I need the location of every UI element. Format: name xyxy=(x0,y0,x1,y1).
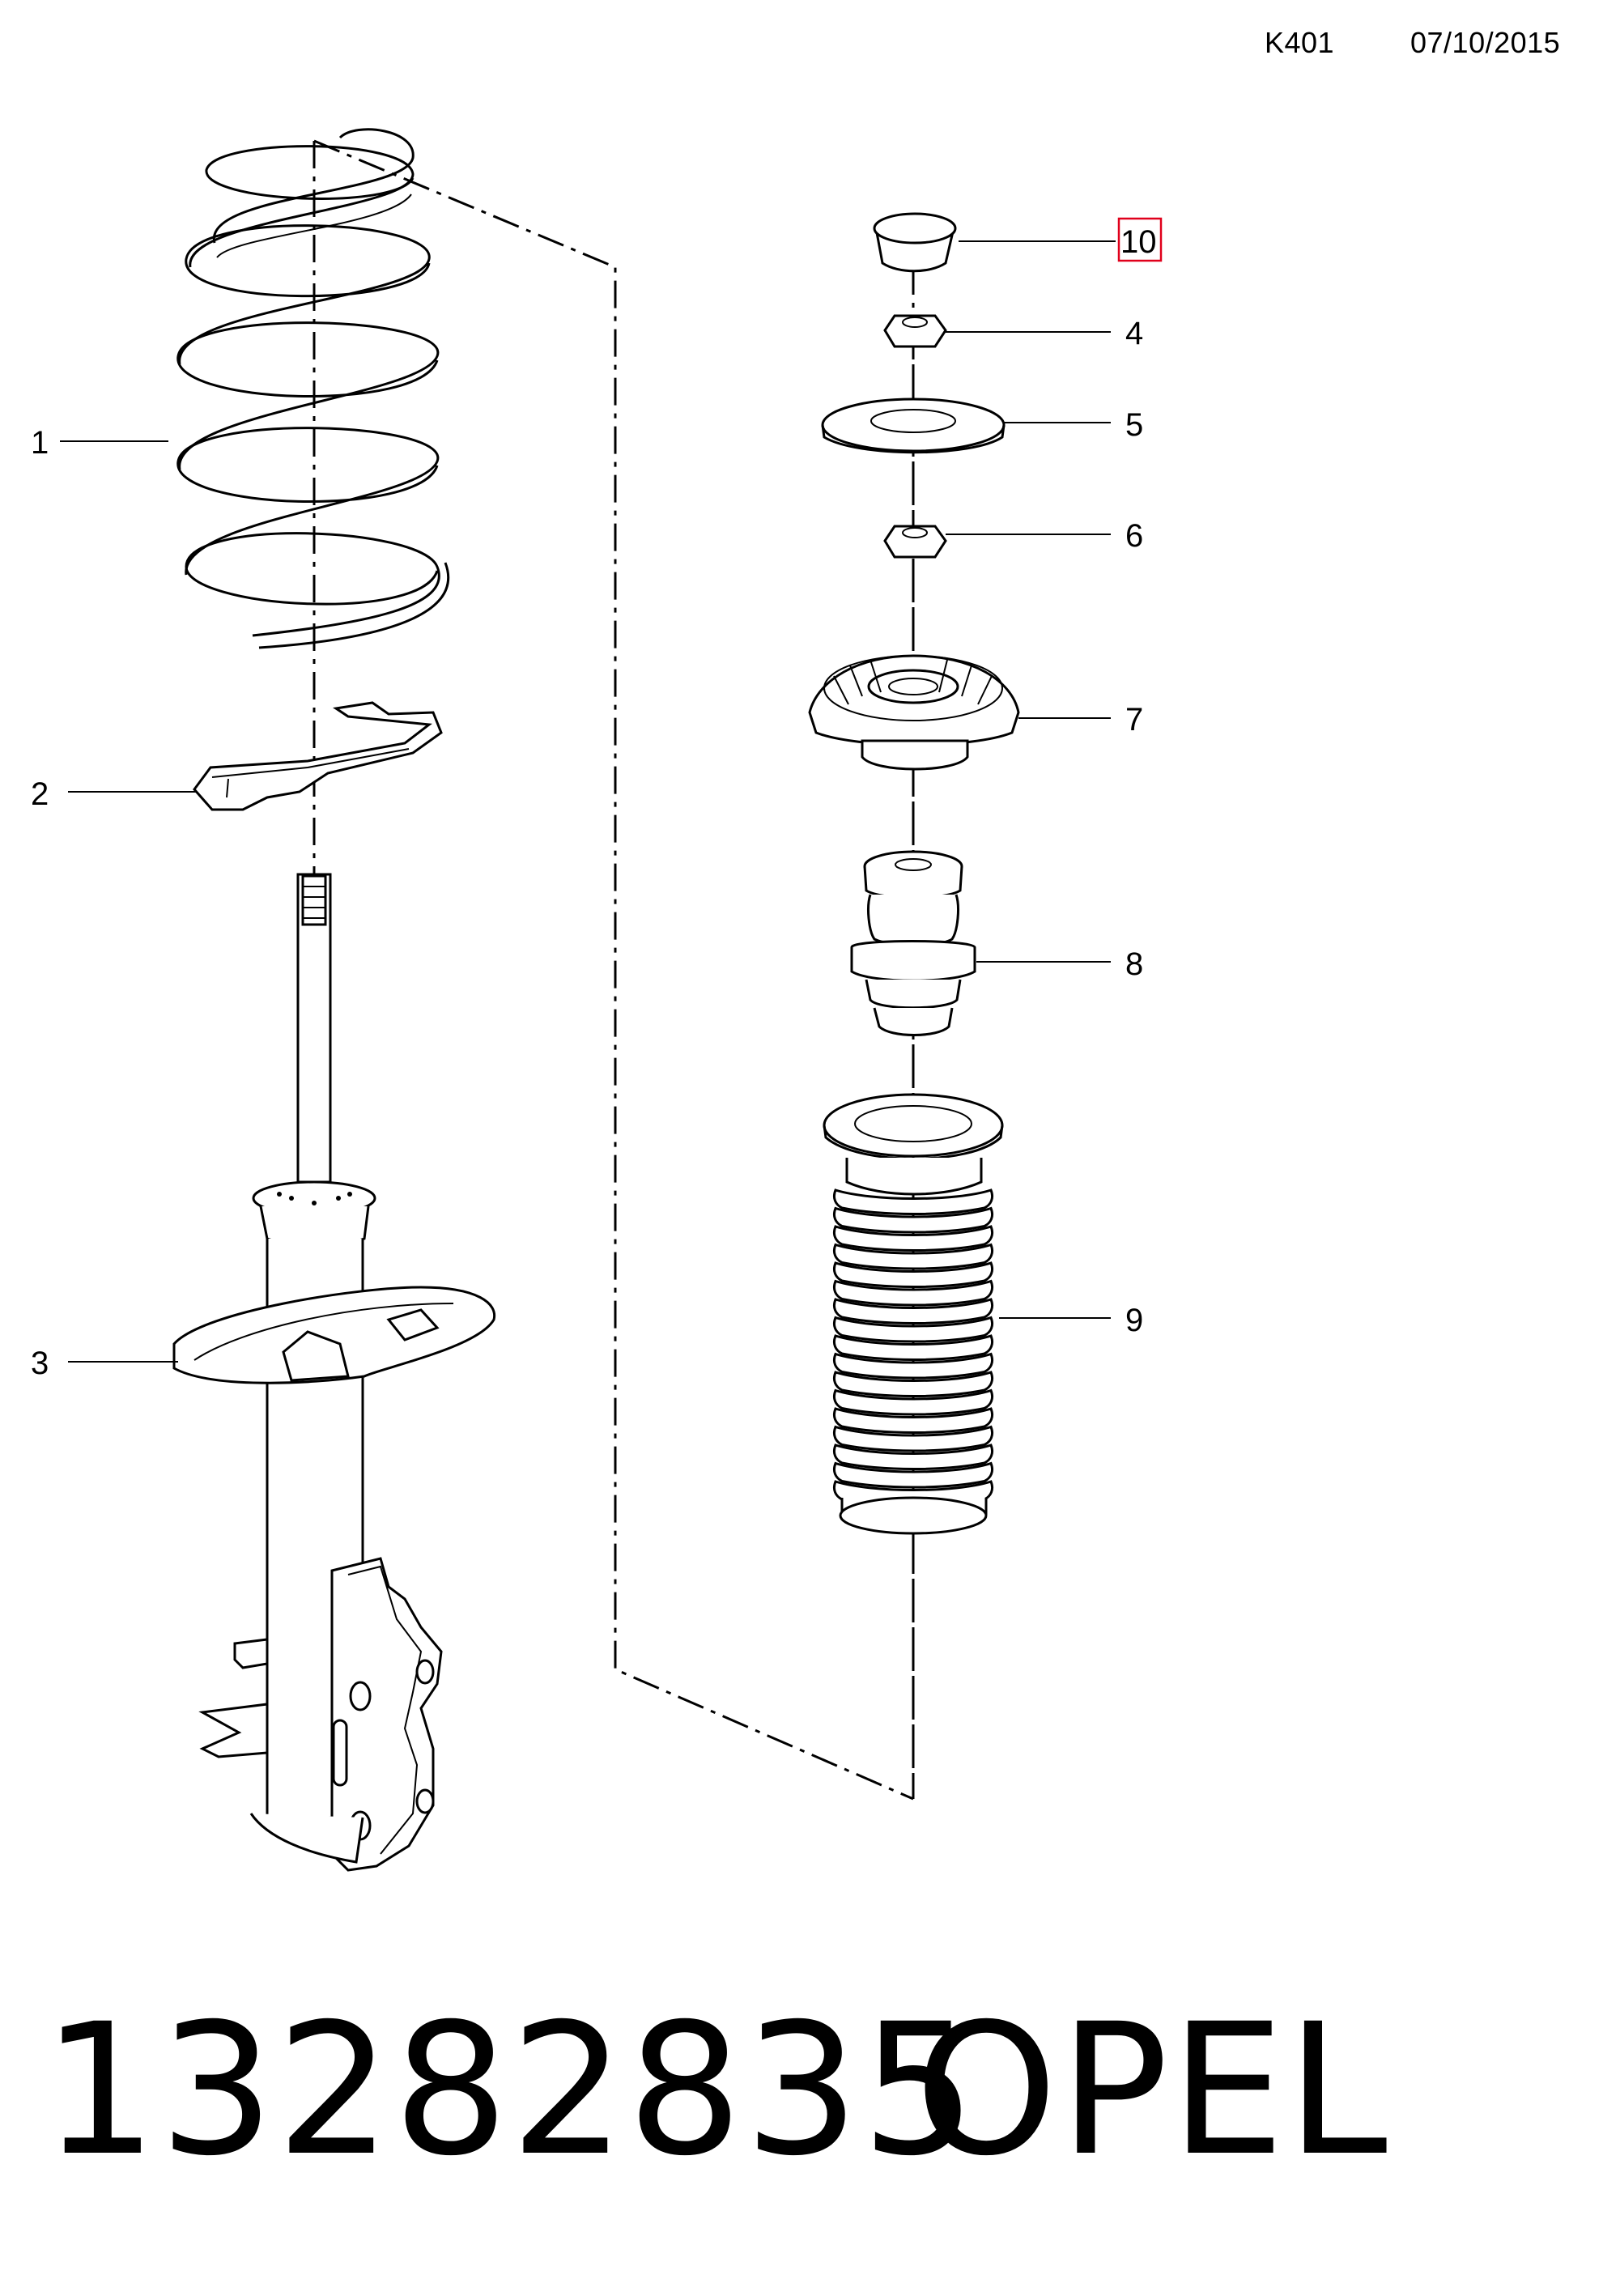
washer-plate xyxy=(821,398,1006,454)
bellows-fold xyxy=(832,1444,994,1470)
diagram-date: 07/10/2015 xyxy=(1410,26,1561,59)
bellows-fold xyxy=(832,1243,994,1270)
callout-4[interactable]: 4 xyxy=(1125,316,1143,351)
bellows-fold xyxy=(832,1407,994,1434)
callout-2[interactable]: 2 xyxy=(31,776,49,812)
bellows-fold xyxy=(832,1279,994,1307)
bellows-fold xyxy=(832,1334,994,1361)
callout-1[interactable]: 1 xyxy=(31,425,49,461)
dust-cap xyxy=(873,212,957,273)
callout-9[interactable]: 9 xyxy=(1125,1303,1143,1338)
bump-stop xyxy=(850,850,976,1036)
callout-10[interactable]: 10 xyxy=(1120,224,1157,260)
bellows-fold xyxy=(832,1206,994,1234)
brand-name: OPEL xyxy=(915,1984,1389,2196)
leader-lines xyxy=(60,240,1116,1363)
dust-boot xyxy=(823,1093,1004,1535)
strut-mount xyxy=(808,654,1020,771)
bellows-fold xyxy=(832,1298,994,1324)
bellows-fold xyxy=(832,1371,994,1397)
bellows-fold xyxy=(832,1261,994,1288)
shock-absorber-strut xyxy=(172,873,496,1872)
bellows-fold xyxy=(832,1188,994,1215)
bellows-fold xyxy=(832,1225,994,1252)
top-nut xyxy=(883,314,947,348)
bellows-fold xyxy=(832,1388,994,1416)
assembly-outline xyxy=(313,139,915,1801)
bellows-fold xyxy=(832,1425,994,1452)
callout-8[interactable]: 8 xyxy=(1125,946,1143,982)
callout-7[interactable]: 7 xyxy=(1125,702,1143,738)
spring-seat-isolator xyxy=(193,701,443,811)
callout-10-highlight xyxy=(1117,217,1163,262)
bellows-fold xyxy=(832,1316,994,1343)
coil-spring xyxy=(176,128,450,649)
lower-nut xyxy=(883,525,947,559)
part-number: 13282835 xyxy=(42,1984,979,2196)
callout-5[interactable]: 5 xyxy=(1125,407,1143,443)
bellows-fold xyxy=(832,1352,994,1380)
bellows-fold xyxy=(832,1461,994,1489)
callout-3[interactable]: 3 xyxy=(31,1346,49,1381)
callout-6[interactable]: 6 xyxy=(1125,518,1143,554)
diagram-code: K401 xyxy=(1265,26,1335,59)
